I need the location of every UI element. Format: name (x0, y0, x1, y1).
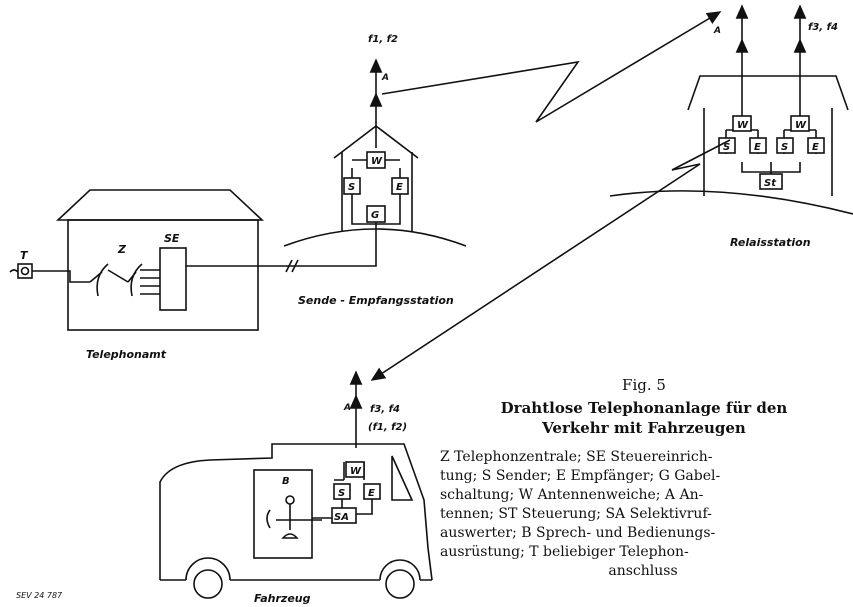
legend-line-7: anschluss (608, 563, 678, 579)
radio-link-relais-fahrzeug (370, 139, 731, 381)
figure-number: Fig. 5 (622, 376, 666, 394)
legend-line-1: Z Telephonzentrale; SE Steuereinrich- (440, 449, 713, 465)
antenna-label-3: A (343, 403, 351, 413)
relais-building (609, 75, 853, 215)
legend-line-2: tung; S Sender; E Empfänger; G Gabel- (440, 468, 721, 484)
antenna-label-1: A (381, 73, 389, 83)
box-s-3-label: S (781, 142, 788, 153)
legend-line-5: auswerter; B Sprech- und Bedienungs- (440, 525, 716, 541)
box-b-label: B (282, 476, 290, 487)
box-e-3-label: E (812, 142, 819, 153)
box-b (253, 469, 313, 559)
figure-legend: Z Telephonzentrale; SE Steuereinrich- tu… (440, 448, 846, 581)
box-sa (331, 507, 357, 524)
box-e-1 (391, 177, 409, 195)
box-s-4-label: S (338, 488, 345, 499)
box-sa-label: SA (334, 512, 349, 523)
zentrale-switch (89, 263, 160, 297)
sende-empfang-label: Sende - Empfangsstation (298, 294, 454, 307)
freq-label-relais: f3, f4 (808, 22, 838, 33)
box-e-4-label: E (368, 488, 375, 499)
box-s-2-label: S (723, 142, 730, 153)
box-st (759, 173, 783, 190)
radio-link-sende-relais (381, 11, 722, 123)
fahrzeug-van (159, 443, 433, 599)
box-e-3 (807, 137, 825, 154)
box-g-1-label: G (371, 210, 379, 221)
box-g-1 (366, 205, 386, 223)
fahrzeug-label: Fahrzeug (254, 592, 311, 605)
telephone-label: T (20, 249, 29, 262)
box-w-4 (345, 461, 365, 478)
se-label: SE (164, 232, 180, 245)
box-w-1 (366, 151, 386, 169)
figure-title: Drahtlose Telephonanlage für den Verkehr… (440, 398, 848, 438)
box-s-3 (776, 137, 794, 154)
telephonamt-building (55, 189, 265, 331)
zentrale-label: Z (117, 243, 127, 256)
sende-empfang-building (283, 124, 467, 247)
relais-label: Relaisstation (730, 236, 811, 249)
handset-icon (266, 509, 271, 529)
telephonamt-label: Telephonamt (86, 348, 167, 361)
box-w-2-label: W (737, 120, 749, 131)
legend-line-4: tennen; ST Steuerung; SA Selektivruf- (440, 506, 712, 522)
box-w-4-label: W (350, 466, 362, 477)
antenna-label-2: A (713, 26, 721, 36)
box-s-1 (343, 177, 361, 195)
se-box (159, 247, 187, 311)
box-w-2 (732, 115, 752, 132)
box-e-1-label: E (396, 182, 403, 193)
box-s-1-label: S (348, 182, 355, 193)
figure-title-line-2: Verkehr mit Fahrzeugen (542, 419, 746, 437)
freq-label-car-alt: (f1, f2) (368, 422, 407, 433)
figure-title-line-1: Drahtlose Telephonanlage für den (500, 399, 788, 417)
box-w-3 (790, 115, 810, 132)
box-e-2 (749, 137, 767, 154)
telephone-icon (9, 263, 33, 279)
box-w-1-label: W (371, 156, 383, 167)
legend-line-3: schaltung; W Antennenweiche; A An- (440, 487, 704, 503)
box-w-3-label: W (795, 120, 807, 131)
box-st-label: St (764, 178, 777, 189)
freq-label-sende: f1, f2 (368, 34, 398, 45)
sev-label: SEV 24 787 (16, 591, 63, 600)
box-e-2-label: E (754, 142, 761, 153)
freq-label-car: f3, f4 (370, 404, 400, 415)
dial-icon (281, 533, 299, 539)
legend-line-6: ausrüstung; T beliebiger Telephon- (440, 544, 689, 560)
